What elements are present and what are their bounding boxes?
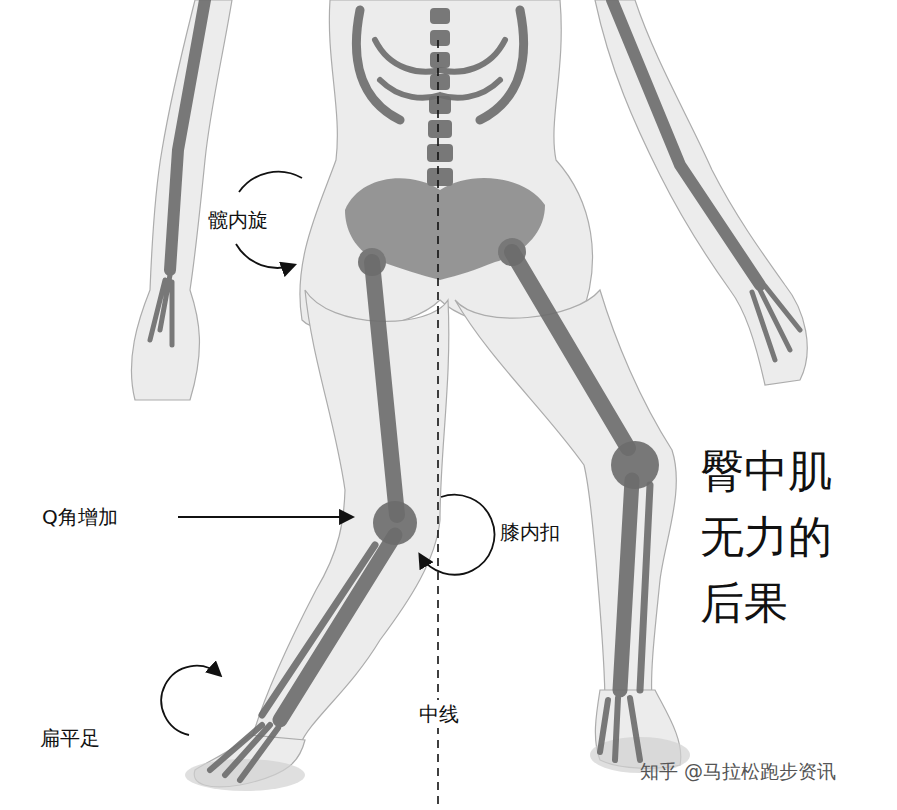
part-label: Q角增加 (42, 505, 118, 529)
part-label: 髋内旋 (208, 208, 268, 232)
hip-rotation-arc (239, 172, 302, 192)
part-label: 扁平足 (40, 726, 100, 750)
line-label: 中线 (416, 700, 462, 728)
bones (150, 0, 800, 780)
hip-rotation-arc (236, 244, 294, 268)
watermark: 知乎 @马拉松跑步资讯 (640, 760, 836, 783)
annotation-arrows (161, 172, 494, 735)
body-silhouette (131, 0, 807, 787)
midline (437, 40, 439, 810)
diagram-title: 臀中肌 无力的 后果 (700, 438, 850, 636)
flat-foot-arc (161, 666, 220, 735)
knee-valgus-arc (420, 495, 494, 575)
part-label: 膝内扣 (500, 520, 560, 544)
joints (345, 8, 659, 545)
q-angle-arrow (178, 516, 352, 518)
